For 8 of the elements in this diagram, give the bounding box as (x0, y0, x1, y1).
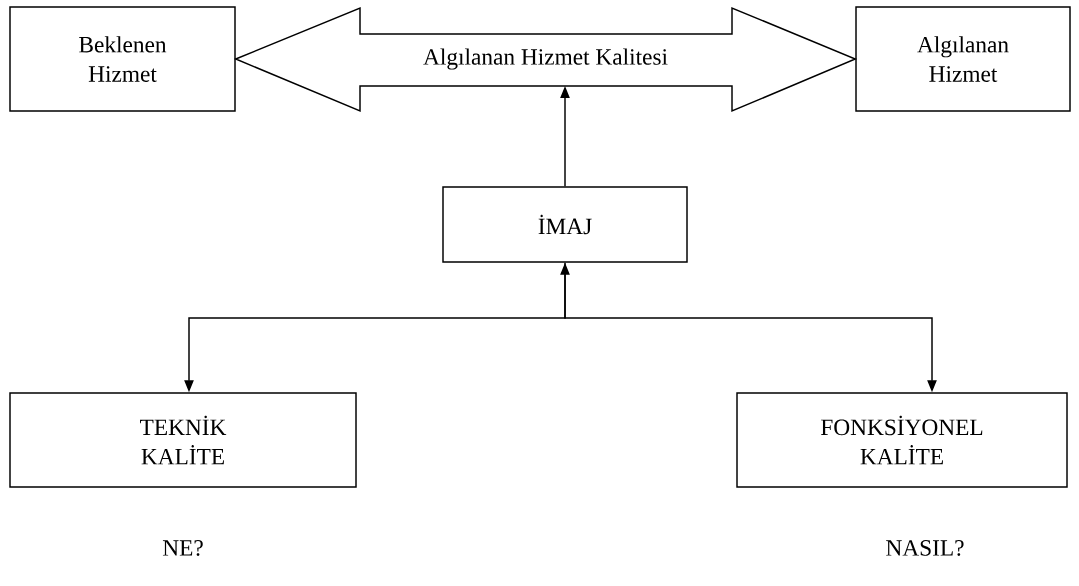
process-box: FONKSİYONEL KALİTE (736, 392, 1068, 488)
edge-label: Algılanan Hizmet Kalitesi (423, 48, 668, 70)
question-label: NE? (162, 540, 203, 556)
process-box: İMAJ (442, 186, 688, 263)
process-box: TEKNİK KALİTE (9, 392, 357, 488)
process-box: Algılanan Hizmet (855, 6, 1071, 112)
process-box: Beklenen Hizmet (9, 6, 236, 112)
question-label: NASIL? (886, 540, 964, 556)
